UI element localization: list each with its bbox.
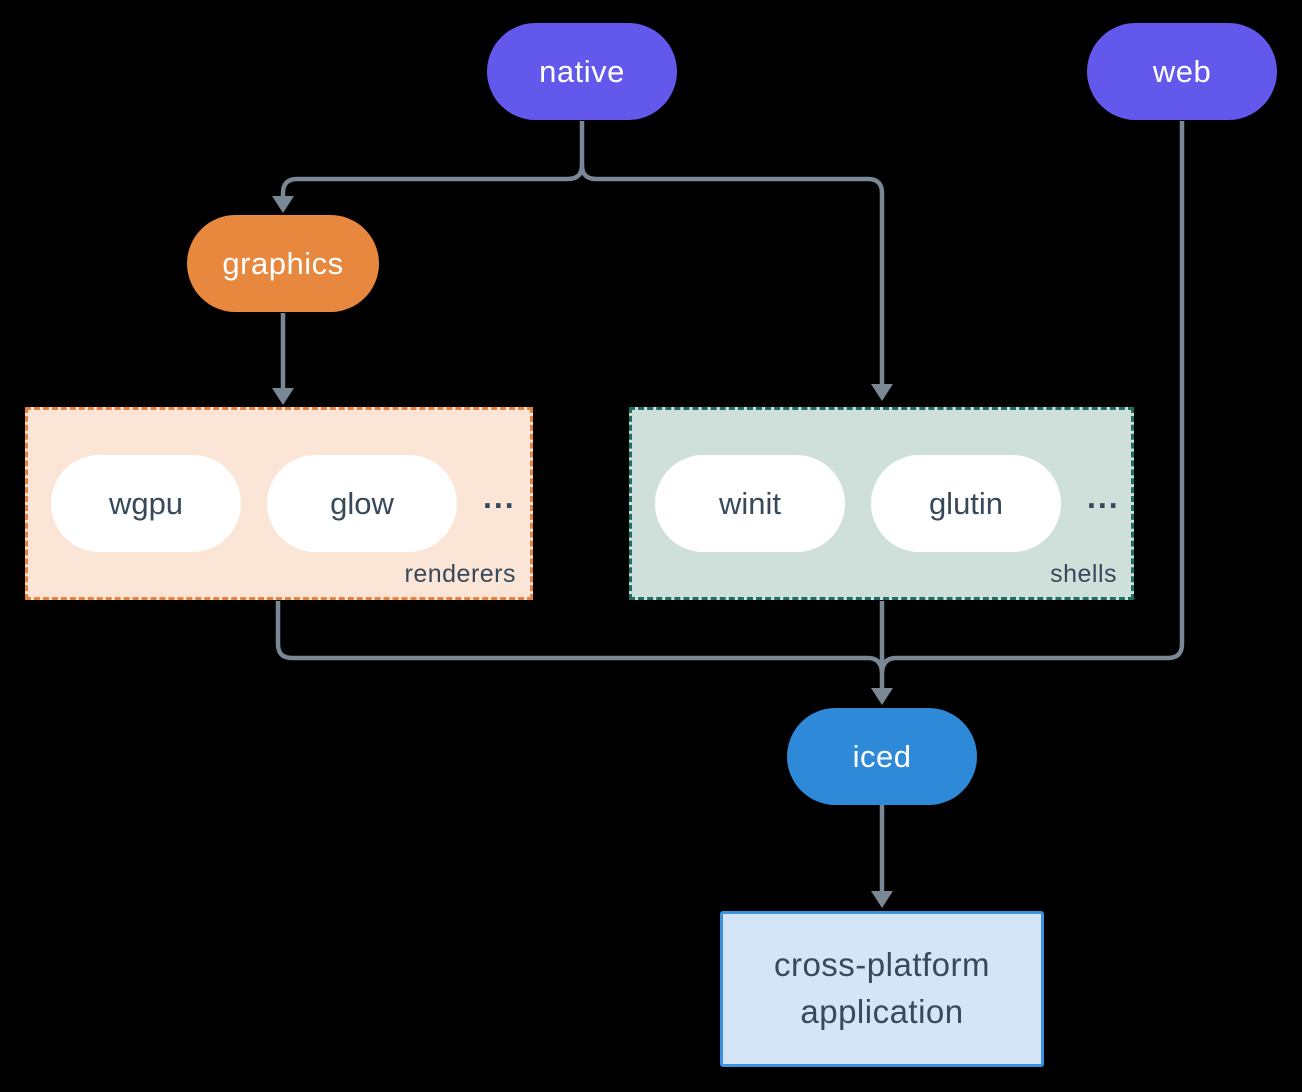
node-cross-platform-application: cross-platform application <box>720 911 1044 1067</box>
edge-renderers-iced <box>275 601 885 673</box>
node-graphics-label: graphics <box>222 245 344 281</box>
arrowhead-renderers <box>272 388 294 405</box>
node-wgpu: wgpu <box>51 455 241 552</box>
node-web-label: web <box>1152 53 1212 89</box>
node-glutin: glutin <box>871 455 1061 552</box>
shells-group-label: shells <box>1050 560 1117 588</box>
arrowhead-graphics <box>272 196 294 213</box>
group-renderers: wgpu glow ... renderers <box>25 407 533 600</box>
shells-ellipsis: ... <box>1087 479 1120 515</box>
group-shells: winit glutin ... shells <box>629 407 1134 600</box>
node-graphics: graphics <box>187 215 379 312</box>
arrowhead-application <box>871 891 893 908</box>
node-iced: iced <box>787 708 977 805</box>
node-iced-label: iced <box>852 738 912 774</box>
node-web: web <box>1087 23 1277 120</box>
node-winit-label: winit <box>718 485 781 521</box>
application-label-line1: cross-platform <box>773 946 991 984</box>
node-glow: glow <box>267 455 457 552</box>
edge-native-shells <box>579 164 885 384</box>
node-glow-label: glow <box>330 485 394 521</box>
node-native-label: native <box>539 53 625 89</box>
edge-native-graphics <box>280 121 585 197</box>
renderers-ellipsis: ... <box>483 479 516 515</box>
application-label-line2: application <box>800 993 964 1030</box>
node-wgpu-label: wgpu <box>108 485 184 521</box>
node-winit: winit <box>655 455 845 552</box>
node-glutin-label: glutin <box>928 485 1004 521</box>
node-native: native <box>487 23 677 120</box>
renderers-group-label: renderers <box>404 560 516 588</box>
arrowhead-shells <box>871 384 893 401</box>
arrowhead-iced <box>871 688 893 705</box>
